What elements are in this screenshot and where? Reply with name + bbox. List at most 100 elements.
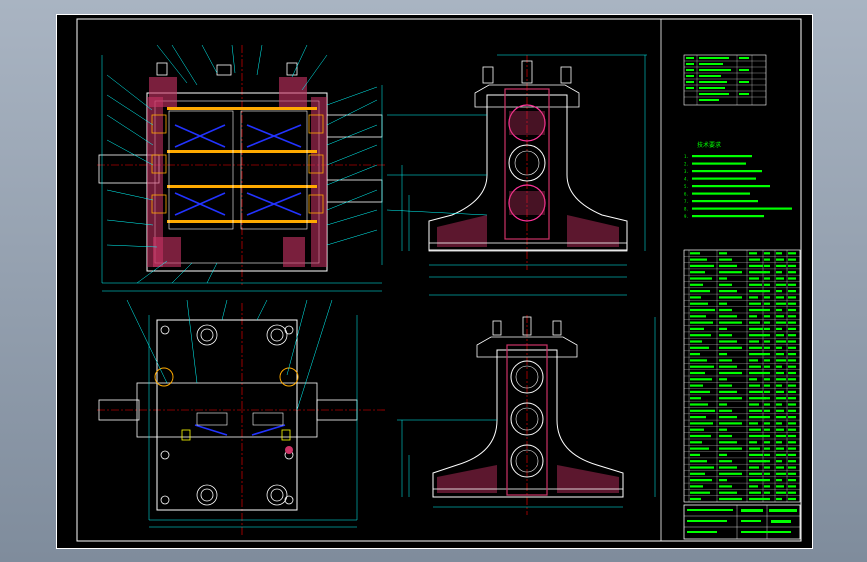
- parts-cell-text: [776, 277, 784, 280]
- parts-cell-text: [719, 346, 742, 349]
- parts-cell-text: [776, 460, 782, 463]
- parts-cell-text: [749, 321, 760, 324]
- parts-cell-text: [776, 447, 784, 450]
- parts-cell-text: [788, 441, 796, 444]
- parts-cell-text: [776, 327, 782, 331]
- tech-req-number: 6.: [684, 192, 689, 197]
- parts-cell-text: [690, 340, 702, 343]
- parts-cell-text: [690, 472, 705, 475]
- parts-cell-text: [788, 308, 796, 312]
- parts-cell-text: [764, 491, 770, 494]
- parts-cell-text: [764, 378, 770, 381]
- parts-cell-text: [764, 416, 770, 419]
- parts-cell-text: [690, 491, 710, 494]
- parts-cell-text: [776, 346, 782, 349]
- parts-cell-text: [690, 453, 700, 457]
- parts-cell-text: [776, 390, 784, 394]
- front-section-view[interactable]: [97, 44, 387, 292]
- parts-cell-text: [719, 340, 737, 343]
- parts-cell-text: [690, 277, 712, 280]
- tech-req-number: 2.: [684, 162, 689, 167]
- parts-cell-text: [764, 460, 770, 463]
- parts-cell-text: [776, 497, 782, 501]
- parts-cell-text: [719, 491, 737, 494]
- parts-cell-text: [749, 340, 759, 343]
- parts-cell-text: [764, 346, 770, 349]
- parts-cell-text: [776, 384, 782, 387]
- parts-cell-text: [776, 416, 786, 419]
- parts-cell-text: [690, 485, 703, 488]
- tech-req-text: [692, 185, 770, 188]
- tech-req-text: [692, 192, 750, 195]
- parts-cell-text: [764, 441, 770, 444]
- parts-cell-text: [690, 371, 705, 375]
- parts-cell-text: [719, 283, 732, 286]
- parts-cell-text: [776, 403, 782, 406]
- parts-cell-text: [690, 302, 708, 305]
- parts-cell-text: [764, 434, 770, 438]
- parts-cell-text: [690, 252, 700, 255]
- parts-cell-text: [788, 453, 796, 457]
- parts-cell-text: [749, 447, 760, 450]
- parts-cell-text: [690, 264, 714, 268]
- parts-cell-text: [776, 441, 782, 444]
- parts-cell-text: [690, 321, 713, 324]
- tech-req-text: [692, 200, 758, 203]
- parts-cell-text: [764, 472, 770, 475]
- top-view[interactable]: [97, 299, 387, 535]
- parts-cell-text: [788, 390, 796, 394]
- parts-cell-text: [764, 447, 770, 450]
- parts-cell-text: [776, 315, 784, 318]
- parts-cell-text: [749, 497, 764, 501]
- parts-cell-text: [749, 315, 757, 318]
- parts-cell-text: [788, 422, 796, 425]
- tech-req-heading: 技术要求: [697, 141, 721, 149]
- parts-cell-text: [788, 290, 796, 293]
- tech-req-text: [692, 170, 762, 173]
- parts-cell-text: [788, 416, 796, 419]
- parts-cell-text: [764, 485, 770, 488]
- parts-cell-text: [749, 390, 763, 394]
- parts-cell-text: [719, 416, 737, 419]
- parts-cell-text: [788, 403, 796, 406]
- parts-cell-text: [690, 378, 712, 381]
- parts-cell-text: [776, 258, 784, 261]
- tech-req-number: 1.: [684, 154, 689, 159]
- parts-cell-text: [764, 497, 770, 501]
- parts-cell-text: [776, 491, 786, 494]
- parts-cell-text: [776, 371, 784, 375]
- parts-cell-text: [764, 252, 770, 255]
- parts-cell-text: [764, 390, 770, 394]
- parts-cell-text: [788, 327, 796, 331]
- parts-cell-text: [788, 491, 796, 494]
- tech-req-text: [692, 177, 756, 180]
- parts-cell-text: [788, 384, 796, 387]
- parts-cell-text: [749, 434, 764, 438]
- parts-cell-text: [788, 497, 796, 501]
- parts-cell-text: [719, 479, 727, 482]
- parts-cell-text: [788, 397, 796, 400]
- parts-cell-text: [719, 378, 727, 381]
- side-view-lower[interactable]: [397, 315, 656, 515]
- parts-cell-text: [764, 453, 770, 457]
- parts-cell-text: [690, 428, 704, 431]
- parts-cell-text: [776, 409, 784, 412]
- parts-cell-text: [719, 460, 732, 463]
- parts-cell-text: [690, 403, 708, 406]
- parts-cell-text: [719, 447, 742, 450]
- parts-cell-text: [749, 479, 765, 482]
- parts-cell-text: [690, 308, 715, 312]
- parts-cell-text: [788, 371, 796, 375]
- side-view-upper[interactable]: [386, 54, 647, 296]
- parts-cell-text: [788, 365, 796, 368]
- parts-cell-text: [764, 308, 770, 312]
- parts-cell-text: [788, 302, 796, 305]
- cad-viewport[interactable]: 技术要求 1.2.3.4.5.6.7.8.9.: [56, 14, 813, 549]
- parts-cell-text: [690, 441, 702, 444]
- parts-cell-text: [719, 271, 742, 274]
- parts-cell-text: [764, 422, 770, 425]
- parts-cell-text: [690, 315, 706, 318]
- parts-cell-text: [788, 409, 796, 412]
- parts-cell-text: [749, 453, 763, 457]
- parts-cell-text: [776, 302, 786, 305]
